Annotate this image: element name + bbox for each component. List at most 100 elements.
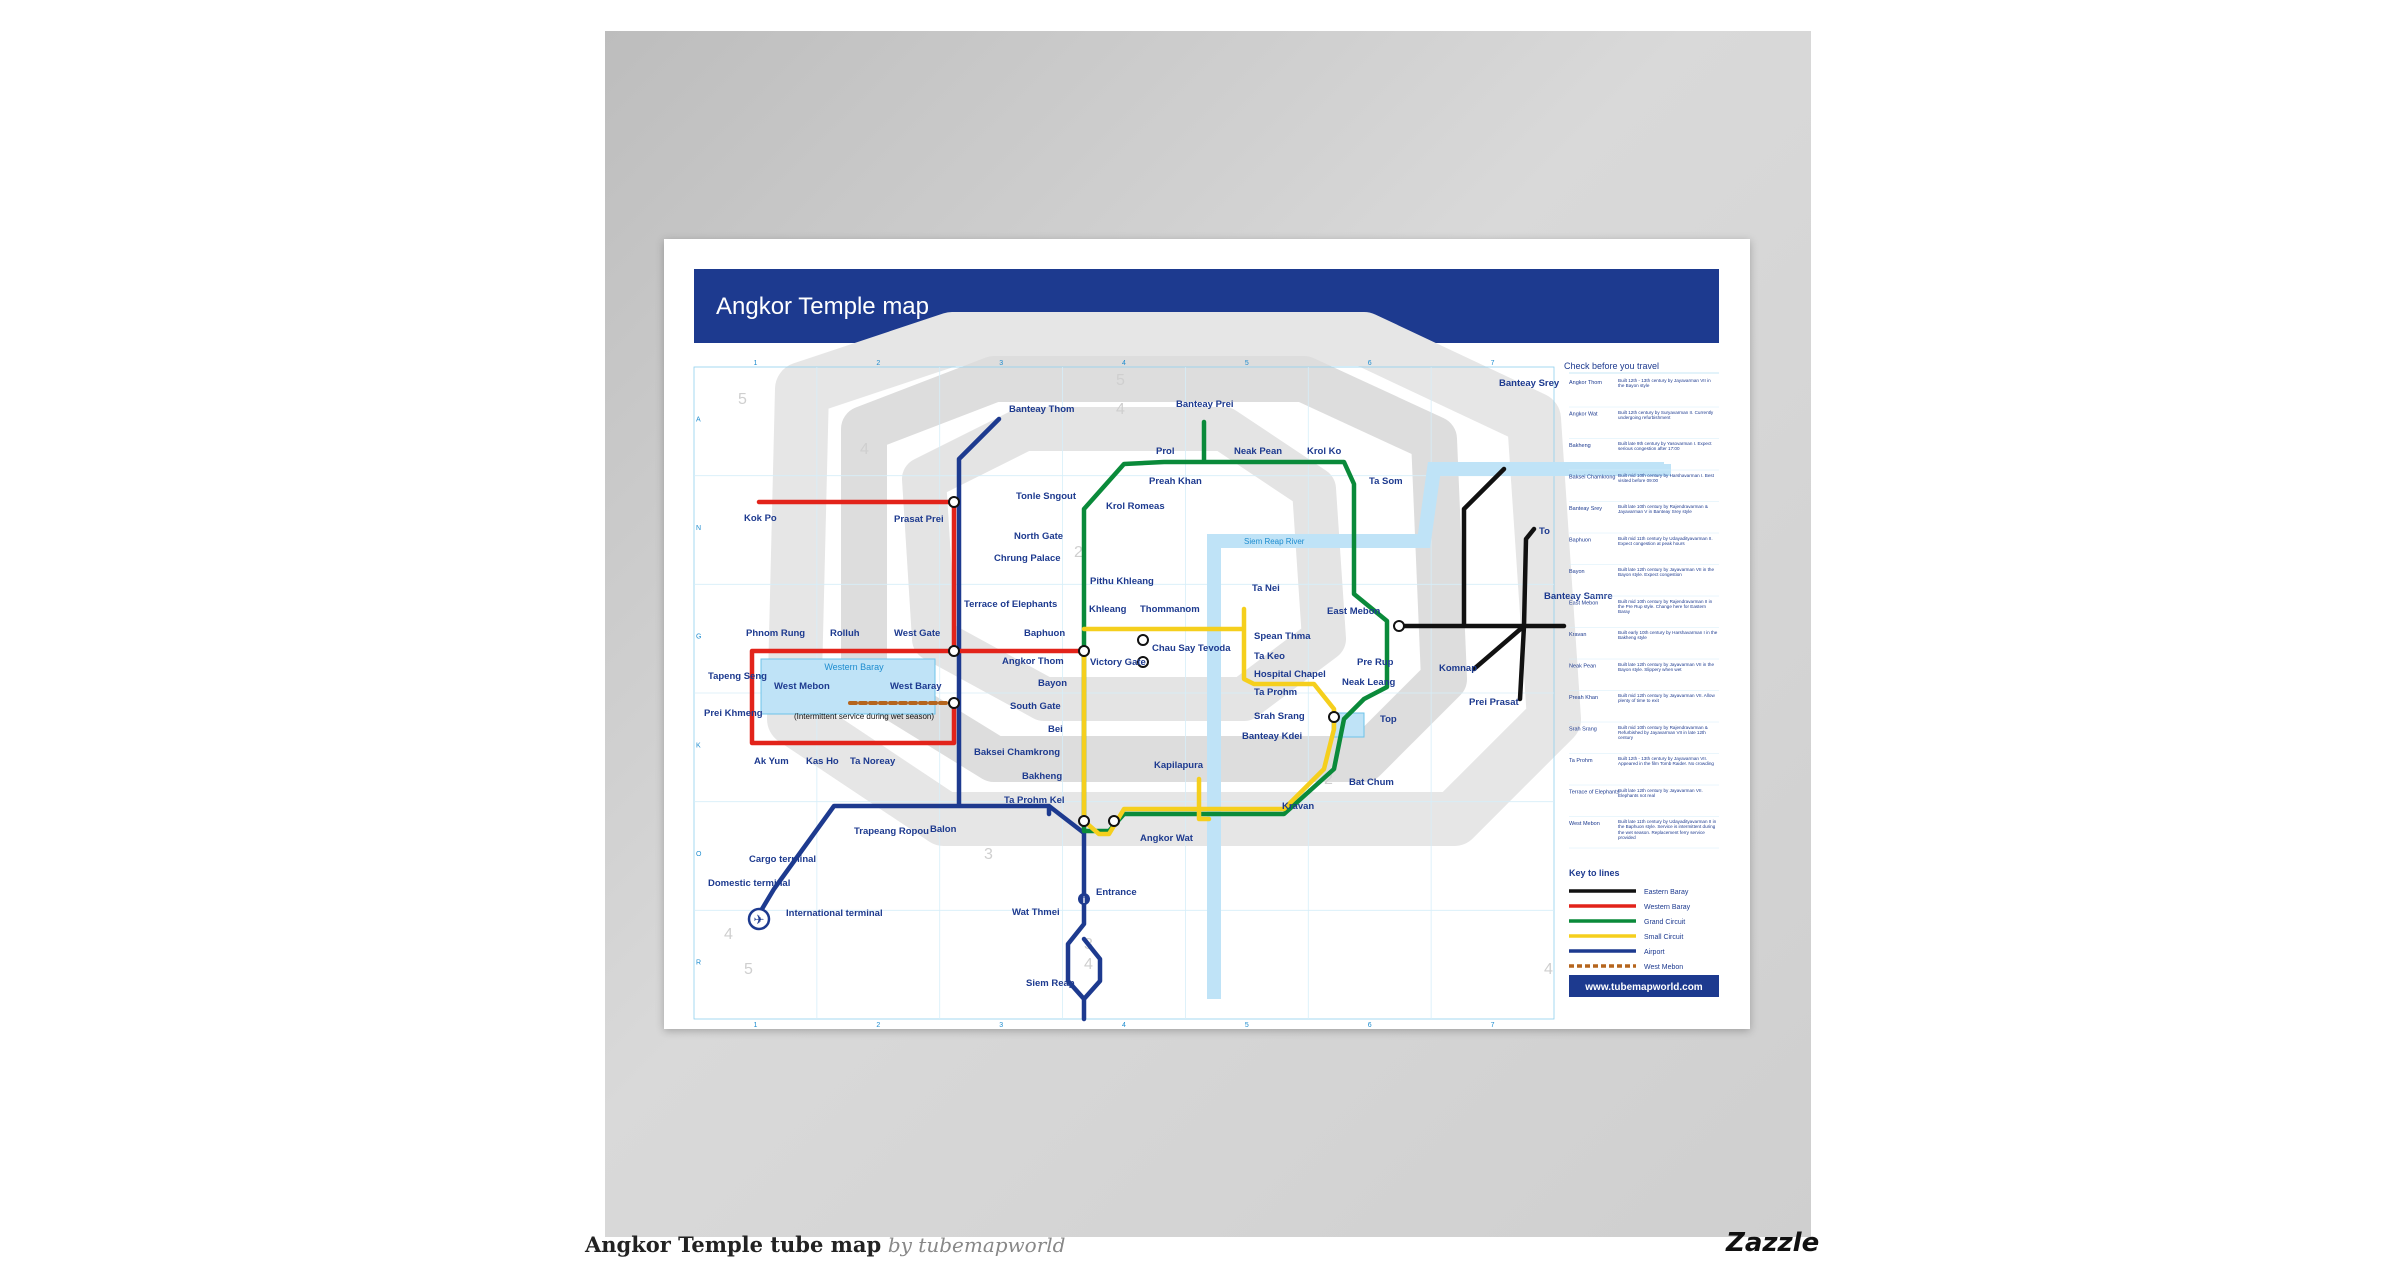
- station-west-baray[interactable]: West Baray: [890, 681, 942, 692]
- station-south-gate[interactable]: South Gate: [1010, 701, 1061, 712]
- airport-icon: [747, 907, 771, 931]
- station-ta-prohm-kel[interactable]: Ta Prohm Kel: [1004, 795, 1065, 806]
- station-bat-chum[interactable]: Bat Chum: [1349, 777, 1394, 788]
- service-note: (Intermittent service during wet season): [794, 712, 934, 721]
- grid-row-label: O: [696, 851, 702, 858]
- station-banteay-kdei[interactable]: Banteay Kdei: [1242, 731, 1302, 742]
- interchange-east-mebon[interactable]: [1393, 620, 1405, 632]
- station-krol-romeas[interactable]: Krol Romeas: [1106, 501, 1165, 512]
- grid-column-label: 4: [1122, 360, 1126, 367]
- station-bayon[interactable]: Bayon: [1038, 678, 1067, 689]
- interchange-prasat-prei[interactable]: [948, 496, 960, 508]
- station-banteay-samre[interactable]: Banteay Samre: [1544, 591, 1613, 602]
- station-west-mebon[interactable]: West Mebon: [774, 681, 830, 692]
- station-thommanom[interactable]: Thommanom: [1140, 604, 1200, 615]
- interchange-chau-say-tevoda[interactable]: [1137, 656, 1149, 668]
- station-entrance[interactable]: Entrance: [1096, 887, 1137, 898]
- product-author[interactable]: by tubemapworld: [887, 1233, 1066, 1257]
- station-top[interactable]: Top: [1380, 714, 1397, 725]
- station-international-terminal[interactable]: International terminal: [786, 908, 883, 919]
- station-prei-prasat[interactable]: Prei Prasat: [1469, 697, 1519, 708]
- station-neak-pean[interactable]: Neak Pean: [1234, 446, 1282, 457]
- station-bakheng[interactable]: Bakheng: [1022, 771, 1062, 782]
- zone-number: 5: [738, 391, 747, 408]
- product-title[interactable]: Angkor Temple tube map: [585, 1232, 882, 1257]
- station-angkor-thom[interactable]: Angkor Thom: [1002, 656, 1064, 667]
- station-east-mebon[interactable]: East Mebon: [1327, 606, 1381, 617]
- station-angkor-wat[interactable]: Angkor Wat: [1140, 833, 1194, 844]
- station-neak-leang[interactable]: Neak Leang: [1342, 677, 1396, 688]
- grid-row-label: K: [696, 742, 701, 749]
- station-tapeng-seng[interactable]: Tapeng Seng: [708, 671, 767, 682]
- station-hospital-chapel[interactable]: Hospital Chapel: [1254, 669, 1326, 680]
- station-chrung-palace[interactable]: Chrung Palace: [994, 553, 1061, 564]
- station-west-gate[interactable]: West Gate: [894, 628, 940, 639]
- station-baphuon[interactable]: Baphuon: [1024, 628, 1065, 639]
- zone-number: 4: [724, 926, 733, 943]
- station-kas-ho[interactable]: Kas Ho: [806, 756, 839, 767]
- station-kapilapura[interactable]: Kapilapura: [1154, 760, 1204, 771]
- station-prasat-prei[interactable]: Prasat Prei: [894, 514, 944, 525]
- station-ta-som[interactable]: Ta Som: [1369, 476, 1403, 487]
- station-pithu-khleang[interactable]: Pithu Khleang: [1090, 576, 1154, 587]
- station-srah-srang[interactable]: Srah Srang: [1254, 711, 1305, 722]
- grid-row-label: A: [696, 416, 701, 423]
- station-phnom-rung[interactable]: Phnom Rung: [746, 628, 805, 639]
- station-siem-reap[interactable]: Siem Reap: [1026, 978, 1075, 989]
- station-krol-ko[interactable]: Krol Ko: [1307, 446, 1342, 457]
- legend-title: Key to lines: [1569, 868, 1620, 878]
- sidebar-entry-name: Baphuon: [1569, 538, 1591, 544]
- station-ta-nei[interactable]: Ta Nei: [1252, 583, 1280, 594]
- station-ta-noreay[interactable]: Ta Noreay: [850, 756, 896, 767]
- station-tonle-sngout[interactable]: Tonle Sngout: [1016, 491, 1077, 502]
- station-victory-gate[interactable]: Victory Gate: [1090, 657, 1146, 668]
- legend-label: Grand Circuit: [1644, 919, 1685, 926]
- station-ta-keo[interactable]: Ta Keo: [1254, 651, 1285, 662]
- sidebar-entry-note: Built late 12th century by Jayavarman VI…: [1618, 567, 1715, 578]
- station-bei[interactable]: Bei: [1048, 724, 1063, 735]
- interchange-angkor-wat-east[interactable]: [1108, 815, 1120, 827]
- grid-column-label: 5: [1245, 1022, 1249, 1029]
- website-link[interactable]: www.tubemapworld.com: [1584, 982, 1703, 993]
- station-rolluh[interactable]: Rolluh: [830, 628, 860, 639]
- website-badge[interactable]: [1569, 975, 1719, 997]
- station-to[interactable]: To: [1539, 526, 1550, 537]
- sidebar-entry-note: Built mid 10th century by Rajendravarman…: [1618, 724, 1708, 741]
- sidebar-entry-note: Built mid 11th century by Udayadityavarm…: [1618, 535, 1713, 546]
- station-khleang[interactable]: Khleang: [1089, 604, 1127, 615]
- station-preah-khan[interactable]: Preah Khan: [1149, 476, 1202, 487]
- interchange-srah-srang[interactable]: [1328, 711, 1340, 723]
- station-north-gate[interactable]: North Gate: [1014, 531, 1063, 542]
- interchange-west-baray[interactable]: [948, 697, 960, 709]
- station-komnap[interactable]: Komnap: [1439, 663, 1477, 674]
- station-prei-khmeng[interactable]: Prei Khmeng: [704, 708, 763, 719]
- station-terrace-of-elephants[interactable]: Terrace of Elephants: [964, 599, 1057, 610]
- station-kok-po[interactable]: Kok Po: [744, 513, 777, 524]
- brand-logo[interactable]: Zazzle: [1726, 1228, 1820, 1258]
- interchange-angkor-thom[interactable]: [1078, 645, 1090, 657]
- station-cargo-terminal[interactable]: Cargo terminal: [749, 854, 816, 865]
- station-banteay-prei[interactable]: Banteay Prei: [1176, 399, 1234, 410]
- station-banteay-thom[interactable]: Banteay Thom: [1009, 404, 1074, 415]
- station-trapeang-ropou[interactable]: Trapeang Ropou: [854, 826, 929, 837]
- station-wat-thmei[interactable]: Wat Thmei: [1012, 907, 1060, 918]
- station-pre-rup[interactable]: Pre Rup: [1357, 657, 1394, 668]
- interchange-thommanom[interactable]: [1137, 634, 1149, 646]
- station-domestic-terminal[interactable]: Domestic terminal: [708, 878, 790, 889]
- sidebar-entry-note: Built early 10th century by Harshavarman…: [1618, 630, 1718, 641]
- station-kravan[interactable]: Kravan: [1282, 801, 1314, 812]
- interchange-west-gate[interactable]: [948, 645, 960, 657]
- station-ta-prohm[interactable]: Ta Prohm: [1254, 687, 1297, 698]
- station-banteay-srey[interactable]: Banteay Srey: [1499, 378, 1560, 389]
- interchange-angkor-wat-west[interactable]: [1078, 815, 1090, 827]
- station-balon[interactable]: Balon: [930, 824, 957, 835]
- station-spean-thma[interactable]: Spean Thma: [1254, 631, 1311, 642]
- station-chau-say-tevoda[interactable]: Chau Say Tevoda: [1152, 643, 1231, 654]
- station-prol[interactable]: Prol: [1156, 446, 1174, 457]
- station-baksei-chamkrong[interactable]: Baksei Chamkrong: [974, 747, 1060, 758]
- airport-line: [756, 416, 1103, 1022]
- station-ak-yum[interactable]: Ak Yum: [754, 756, 789, 767]
